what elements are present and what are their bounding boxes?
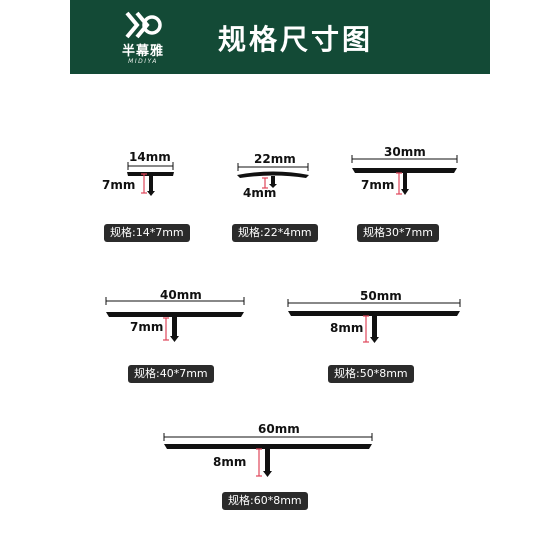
brand-logo: 半幕雅 MIDIYA	[108, 10, 178, 68]
profile-50x8	[287, 299, 461, 343]
height-label-1: 7mm	[102, 178, 136, 192]
height-label-2: 4mm	[243, 186, 277, 200]
width-label-5: 50mm	[360, 289, 402, 303]
profile-60x8	[163, 433, 373, 477]
spec-badge-1: 规格:14*7mm	[104, 224, 190, 242]
spec-badge-3: 规格30*7mm	[357, 224, 439, 242]
height-label-3: 7mm	[361, 178, 395, 192]
height-label-5: 8mm	[330, 321, 364, 335]
profile-14x7	[127, 162, 174, 196]
brand-name-en: MIDIYA	[128, 58, 158, 65]
spec-badge-5: 规格:50*8mm	[328, 365, 414, 383]
spec-badge-2: 规格:22*4mm	[232, 224, 318, 242]
spec-badge-4: 规格:40*7mm	[128, 365, 214, 383]
width-label-4: 40mm	[160, 288, 202, 302]
profile-40x7	[105, 297, 245, 342]
header-banner	[70, 0, 490, 74]
logo-mark-icon	[125, 11, 162, 39]
spec-badge-6: 规格:60*8mm	[222, 492, 308, 510]
profile-22x4	[237, 163, 309, 189]
width-label-1: 14mm	[129, 150, 171, 164]
width-label-2: 22mm	[254, 152, 296, 166]
height-label-6: 8mm	[213, 455, 247, 469]
width-label-3: 30mm	[384, 145, 426, 159]
width-label-6: 60mm	[258, 422, 300, 436]
profile-30x7	[351, 155, 458, 195]
page-title: 规格尺寸图	[218, 23, 374, 56]
height-label-4: 7mm	[130, 320, 164, 334]
brand-name-cn: 半幕雅	[121, 44, 164, 59]
